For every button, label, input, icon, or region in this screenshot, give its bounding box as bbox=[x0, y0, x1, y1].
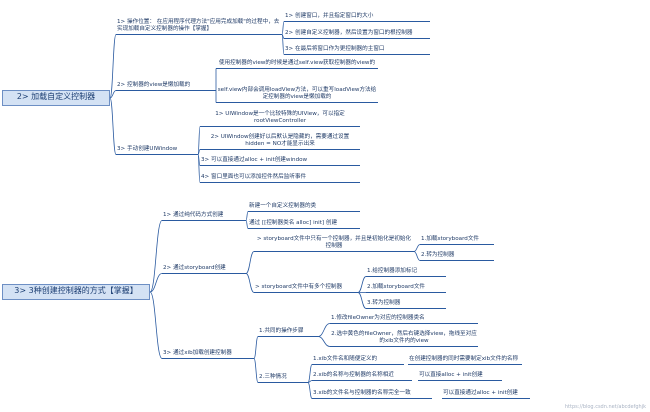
connector-branch-pure-code bbox=[149, 220, 163, 293]
connector-branch-xib bbox=[149, 291, 163, 359]
connector-sub-storyboard-single bbox=[245, 251, 255, 274]
leaf-xib-arbitrary-name[interactable]: 1.xib文件名和随便定义的 bbox=[312, 356, 404, 365]
leaf-create-window[interactable]: 1> 创建窗口，并且指定窗口的大小 bbox=[284, 13, 430, 22]
leaf-to-controller-b[interactable]: 3.转为控制器 bbox=[366, 300, 446, 309]
branch-manual-uiwindow[interactable]: 3> 手动创建UIWindow bbox=[116, 146, 198, 155]
connector-branch-manual-uiwindow bbox=[109, 97, 117, 155]
leaf-window-add-controls[interactable]: 4> 窗口里面也可以添加控件然后监听事件 bbox=[200, 174, 360, 183]
leaf-create-root-controller[interactable]: 2> 创建自定义控制器，然后设置为窗口的根控制器 bbox=[284, 30, 430, 39]
connector-leaf-to-controller-b bbox=[357, 292, 367, 309]
leaf-load-storyboard-b[interactable]: 2.加载storyboard文件 bbox=[366, 284, 446, 293]
branch-view-lazy-load[interactable]: 2> 控制器的view是懒加载的 bbox=[116, 82, 216, 91]
connector-leaf-set-file-owner bbox=[317, 323, 331, 337]
connector-leaf-drag-view-outlet bbox=[317, 336, 331, 347]
leaf-xib-same-name[interactable]: 3.xib的文件名与控制器的名称完全一致 bbox=[312, 390, 432, 399]
leaf-uiwindow-special-view[interactable]: 1> UIWindow是一个比较特殊的UIView，可以指定rootViewCo… bbox=[200, 111, 360, 127]
leaf-add-identifier[interactable]: 1.给控制器添加标记 bbox=[366, 268, 446, 277]
leaf-set-file-owner[interactable]: 1.修改fileOwner为对应的控制器类名 bbox=[330, 315, 478, 324]
leaf-uiwindow-hidden[interactable]: 2> UIWindow创建好以后默认是隐藏的，需要通过设置 hidden = N… bbox=[200, 134, 360, 150]
leaf-self-view-getter[interactable]: 使用控制器的view的时候是通过self.view获取控制器的view的 bbox=[216, 60, 378, 69]
branch-storyboard[interactable]: 2> 通过storyboard创建 bbox=[162, 265, 246, 274]
connector-leaf-alloc-init-controller bbox=[245, 220, 249, 229]
note-alloc-init-a: 可以直接alloc + init创建 bbox=[418, 372, 502, 381]
leaf-loadview-override[interactable]: self.view内部会调用loadView方法，可以重写loadView方法给… bbox=[216, 87, 378, 103]
connector-leaf-xib-arbitrary-name bbox=[307, 364, 313, 383]
leaf-set-main-window[interactable]: 3> 在最后将窗口作为更控制器的主窗口 bbox=[284, 46, 430, 55]
leaf-load-storyboard-a[interactable]: 1.加载storyboard文件 bbox=[420, 236, 494, 245]
connector-leaf-window-add-controls bbox=[197, 154, 201, 183]
connector-sub-common-steps bbox=[253, 336, 259, 359]
leaf-new-controller-class[interactable]: 新建一个自定义控制器的类 bbox=[248, 203, 360, 212]
branch-pure-code[interactable]: 1> 通过纯代码方式创建 bbox=[162, 212, 246, 221]
watermark: https://blog.csdn.net/abcdefghjk bbox=[564, 404, 646, 410]
connector-branch-operation-location bbox=[109, 34, 117, 99]
connector-branch-view-lazy-load bbox=[109, 90, 117, 99]
leaf-alloc-init-window[interactable]: 3> 可以直接通过alloc + init创建window bbox=[200, 157, 360, 166]
note-alloc-init-b: 可以直接通过alloc + init创建 bbox=[442, 390, 530, 399]
connector-leaf-create-window bbox=[281, 21, 285, 35]
leaf-to-controller-a[interactable]: 2.转为控制器 bbox=[420, 252, 494, 261]
sub-three-cases[interactable]: 2.三种情况 bbox=[258, 374, 308, 383]
root-node-three-ways[interactable]: 3> 3种创建控制器的方式【掌握】 bbox=[2, 284, 150, 300]
connector-branch-storyboard bbox=[149, 273, 163, 293]
sub-common-steps[interactable]: 1.共同的操作步骤 bbox=[258, 328, 318, 337]
connector-leaf-xib-same-name bbox=[307, 382, 313, 399]
connector-leaf-load-storyboard-a bbox=[413, 244, 421, 252]
leaf-alloc-init-controller[interactable]: 通过 [[控制器类名 alloc] init] 创建 bbox=[248, 220, 360, 229]
connector-leaf-to-controller-a bbox=[413, 251, 421, 261]
connector-sub-three-cases bbox=[253, 358, 259, 383]
sub-storyboard-single[interactable]: > storyboard文件中只有一个控制器，并且是初始化是初始化控制器 bbox=[254, 236, 414, 252]
sub-storyboard-multiple[interactable]: > storyboard文件中有多个控制器 bbox=[254, 284, 358, 293]
leaf-xib-similar-name[interactable]: 2.xib的名称与控制器的名称相近 bbox=[312, 372, 412, 381]
note-specify-xib-name: 在创建控制器的同时需要制定xib文件的名称 bbox=[408, 356, 522, 365]
connector-sub-storyboard-multiple bbox=[245, 273, 255, 293]
connector-leaf-add-identifier bbox=[357, 276, 367, 293]
leaf-drag-view-outlet[interactable]: 2.选中黄色的fileOwner，然后右键选择view，拖线至对应的xib文件内… bbox=[330, 331, 478, 347]
connector-leaf-set-main-window bbox=[281, 34, 285, 55]
branch-operation-location[interactable]: 1> 操作位置： 在应用程序代理方法"应用完成加载"的过程中，去实现加载自定义控… bbox=[116, 19, 282, 35]
root-node-load-custom-controller[interactable]: 2> 加载自定义控制器 bbox=[2, 90, 110, 106]
branch-xib[interactable]: 3> 通过xib加载创建控制器 bbox=[162, 350, 254, 359]
